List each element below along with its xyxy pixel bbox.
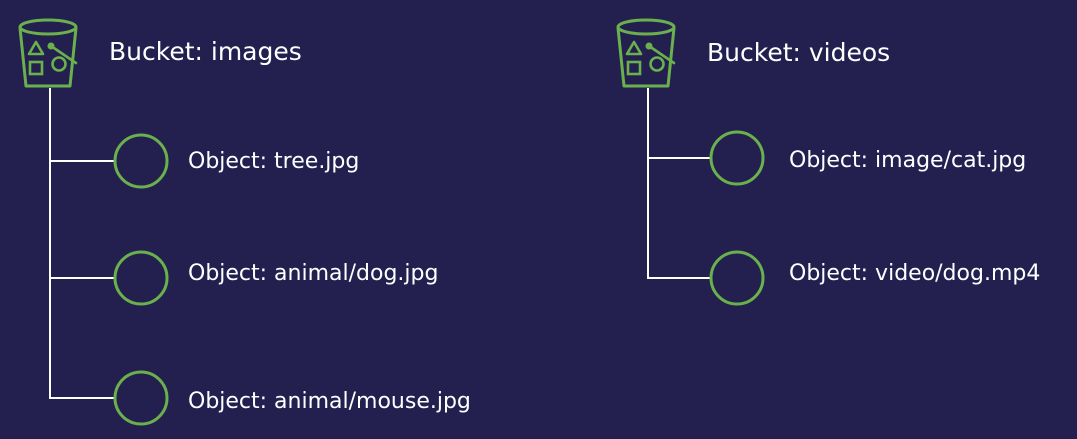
object-item: Object: animal/mouse.jpg xyxy=(113,370,471,426)
object-label: Object: animal/mouse.jpg xyxy=(188,389,471,414)
bucket-label: Bucket: images xyxy=(109,37,302,66)
object-circle-icon xyxy=(709,250,765,306)
object-item: Object: tree.jpg xyxy=(113,133,359,189)
bucket-videos: Bucket: videos Object: image/cat.jpg Obj… xyxy=(616,18,1040,306)
bucket-tree-connector xyxy=(647,88,710,279)
object-item: Object: image/cat.jpg xyxy=(709,130,1026,186)
object-item: Object: animal/dog.jpg xyxy=(113,250,438,306)
bucket-icon xyxy=(18,18,78,88)
object-circle-icon xyxy=(113,250,169,306)
bucket-icon xyxy=(616,18,676,88)
bucket-images: Bucket: images Object: tree.jpg Object: … xyxy=(18,18,471,426)
object-circle-icon xyxy=(709,130,765,186)
object-label: Object: animal/dog.jpg xyxy=(188,261,438,286)
bucket-tree-connector xyxy=(49,88,114,399)
object-label: Object: video/dog.mp4 xyxy=(789,261,1040,286)
object-label: Object: image/cat.jpg xyxy=(789,148,1026,173)
object-item: Object: video/dog.mp4 xyxy=(709,250,1040,306)
bucket-label: Bucket: videos xyxy=(707,38,890,67)
object-circle-icon xyxy=(113,133,169,189)
object-circle-icon xyxy=(113,370,169,426)
object-label: Object: tree.jpg xyxy=(188,149,359,174)
